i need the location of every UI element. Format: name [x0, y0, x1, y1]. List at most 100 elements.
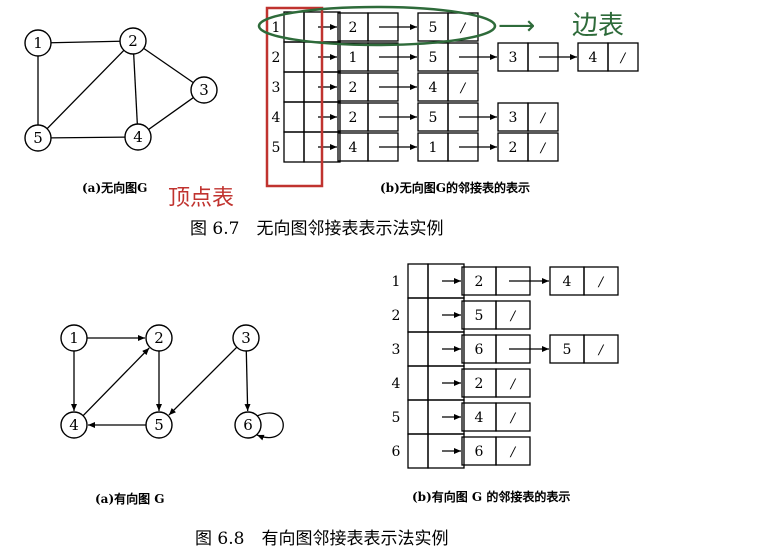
undirected-graph-nodes: 1 2 3 4 5 — [24, 27, 218, 152]
graph-node-label: 2 — [128, 32, 138, 50]
vertex-cell-data — [407, 297, 429, 333]
graph-node-circle — [24, 29, 52, 57]
edge-node-value: 6 — [475, 444, 484, 460]
null-pointer-marker: / — [597, 275, 605, 290]
edge-node-value: 5 — [563, 342, 572, 358]
edge-node-value: 4 — [563, 274, 572, 290]
edge-node-value: 2 — [475, 274, 484, 290]
figure-6-8-caption: 图 6.8 有向图邻接表表示法实例 — [195, 529, 448, 549]
null-pointer-marker: / — [509, 377, 517, 392]
undirected-graph-edges — [37, 40, 194, 139]
edge-node-value: 4 — [429, 80, 438, 96]
null-pointer-marker: / — [459, 81, 467, 96]
vertex-cell-data — [283, 41, 305, 73]
edge-node-value: 3 — [509, 110, 518, 126]
graph-edge — [82, 347, 150, 417]
edge-list-annotation: 边表 — [572, 11, 624, 41]
graph-node-circle — [119, 27, 147, 55]
graph-node-label: 2 — [154, 329, 164, 347]
graph-node-circle — [190, 76, 218, 104]
vertex-cell-pointer — [427, 433, 465, 469]
edge-node-value: 5 — [429, 110, 438, 126]
vertex-number: 1 — [392, 274, 401, 290]
null-pointer-marker: / — [509, 309, 517, 324]
graph-node-label: 1 — [33, 34, 43, 52]
undirected-graph: 1 2 3 4 5 — [24, 27, 218, 152]
edge-node-value: 4 — [349, 140, 358, 156]
vertex-number: 2 — [272, 50, 281, 66]
edge-node-value: 1 — [349, 50, 358, 66]
graph-edge — [168, 346, 238, 416]
graph-node-label: 6 — [243, 416, 253, 434]
vertex-number: 1 — [272, 20, 281, 36]
figure-6-7-caption: 图 6.7 无向图邻接表表示法实例 — [190, 219, 443, 239]
graph-node-circle — [60, 411, 88, 439]
edge-node-value: 5 — [475, 308, 484, 324]
edge-node-value: 2 — [349, 80, 358, 96]
graph-edge-loop — [256, 412, 284, 441]
null-pointer-marker: / — [459, 21, 467, 36]
graph-node-label: 1 — [69, 329, 79, 347]
null-pointer-marker: / — [597, 343, 605, 358]
vertex-cell-data — [407, 365, 429, 401]
edge-node-next — [447, 72, 479, 102]
vertex-cell-data — [283, 131, 305, 163]
vertex-cell-data — [283, 71, 305, 103]
edge-node-value: 3 — [509, 50, 518, 66]
edge-node-next — [607, 42, 639, 72]
vertex-number: 4 — [392, 376, 401, 392]
edge-node-next — [495, 436, 531, 466]
figure-6-8-caption-b: (b)有向图 G 的邻接表的表示 — [412, 489, 570, 504]
vertex-cell-data — [283, 101, 305, 133]
vertex-cell-data — [407, 331, 429, 367]
null-pointer-marker: / — [509, 411, 517, 426]
vertex-table-highlight — [265, 6, 324, 188]
edge-node-next — [527, 132, 559, 162]
graph-node-circle — [124, 123, 152, 151]
edge-node-value: 2 — [349, 110, 358, 126]
null-pointer-marker: / — [539, 141, 547, 156]
vertex-number: 5 — [392, 410, 401, 426]
null-pointer-marker: / — [509, 445, 517, 460]
vertex-number: 3 — [392, 342, 401, 358]
graph-edge — [133, 53, 138, 125]
vertex-cell-data — [407, 399, 429, 435]
edge-node-next — [495, 402, 531, 432]
null-pointer-marker: / — [539, 111, 547, 126]
graph-edge — [50, 40, 121, 44]
graph-node-circle — [232, 324, 260, 352]
graph-node-circle — [60, 324, 88, 352]
edge-node-value: 4 — [475, 410, 484, 426]
edge-node-next — [583, 334, 619, 364]
graph-node-circle — [145, 324, 173, 352]
vertex-number: 3 — [272, 80, 281, 96]
directed-graph-edges — [71, 335, 284, 441]
graph-node-label: 5 — [33, 129, 43, 147]
edge-list-arrow-annotation: ⟶ — [498, 11, 535, 41]
edge-node-value: 6 — [475, 342, 484, 358]
figure-6-7-caption-b: (b)无向图G的邻接表的表示 — [380, 180, 530, 195]
graph-node-label: 3 — [241, 329, 251, 347]
graph-edge — [244, 350, 251, 412]
graph-node-circle — [24, 124, 52, 152]
figure-6-7-caption-a: (a)无向图G — [82, 180, 147, 195]
edge-list-highlight — [257, 5, 497, 47]
graph-edge — [46, 49, 125, 130]
vertex-number: 6 — [392, 444, 401, 460]
edge-node-value: 2 — [475, 376, 484, 392]
vertex-number: 5 — [272, 140, 281, 156]
graph-edge — [50, 136, 126, 139]
graph-edge — [143, 47, 194, 84]
edge-node-next — [527, 102, 559, 132]
vertex-cell-data — [407, 263, 429, 299]
graph-node-label: 3 — [199, 81, 209, 99]
vertex-number: 2 — [392, 308, 401, 324]
graph-node-label: 4 — [133, 128, 143, 146]
graph-node-circle — [145, 411, 173, 439]
graph-node-circle — [234, 411, 262, 439]
figure-6-8-caption-a: (a)有向图 G — [95, 491, 165, 506]
